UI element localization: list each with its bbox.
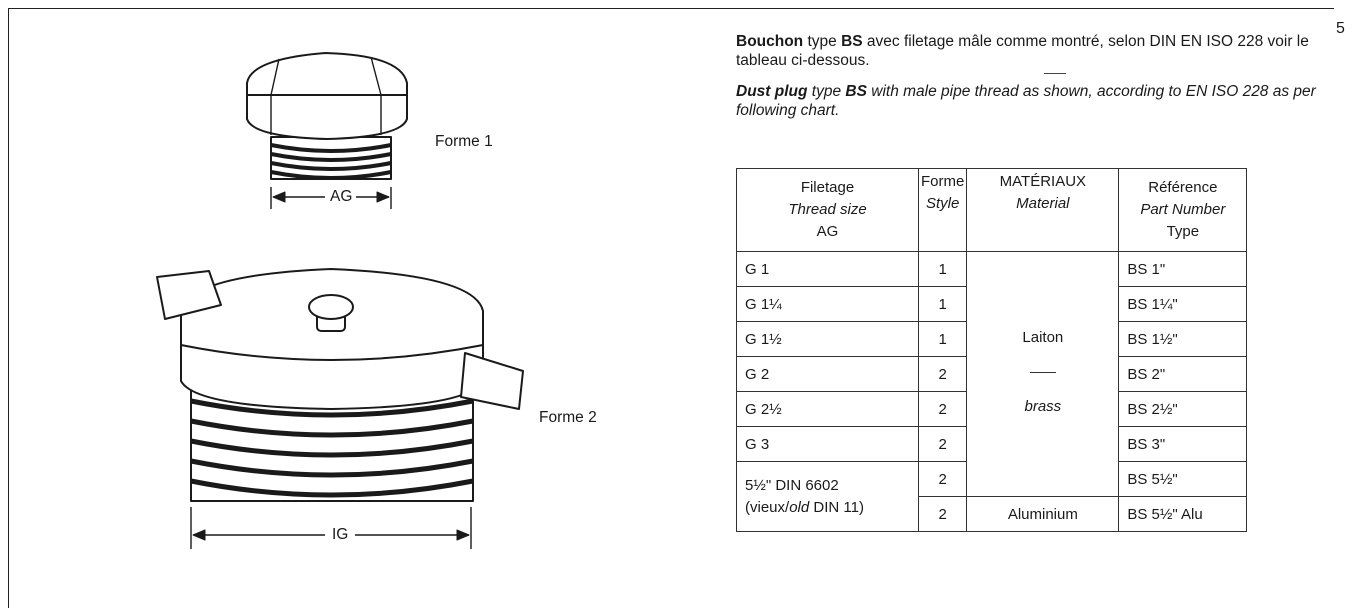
din-thread-line1: 5½" DIN 6602 [745, 476, 839, 494]
en-term-dust-plug: Dust plug [736, 83, 808, 100]
description-fr: Bouchon type BS avec filetage mâle comme… [736, 32, 1336, 70]
table-row: G 2½ 2 BS 2½" [736, 391, 1248, 427]
cell-part: BS 5½" Alu [1118, 496, 1248, 532]
header-thread-en: Thread size [788, 201, 867, 218]
cell-part: BS 2½" [1118, 391, 1248, 427]
material-separator [1029, 371, 1056, 373]
en-text-1: type [807, 83, 846, 100]
header-thread-code: AG [816, 223, 839, 240]
cell-thread: G 1¼ [736, 286, 919, 322]
header-part-code: Type [1166, 223, 1200, 240]
cell-thread: G 1 [736, 251, 919, 287]
header-part-en: Part Number [1140, 201, 1226, 218]
page-frame [8, 8, 1334, 608]
cell-part: BS 3" [1118, 426, 1248, 462]
cell-style: 2 [917, 496, 968, 532]
table-row: G 1 1 Laiton brass BS 1" [736, 251, 1248, 497]
header-thread-fr: Filetage [800, 179, 855, 196]
forme1-drawing [246, 52, 408, 209]
header-part-fr: Référence [1148, 179, 1218, 196]
cell-thread: G 2 [736, 356, 919, 392]
cell-part: BS 2" [1118, 356, 1248, 392]
cell-part: BS 5½" [1118, 461, 1248, 497]
header-style-fr: Forme [921, 173, 965, 190]
cell-thread: G 3 [736, 426, 919, 462]
cell-thread: G 1½ [736, 321, 919, 357]
fr-text-2: avec filetage mâle comme montré, selon D… [736, 33, 1309, 69]
fr-term-bouchon: Bouchon [736, 33, 804, 50]
header-material-fr: MATÉRIAUX [999, 173, 1087, 190]
forme2-label: Forme 2 [535, 409, 601, 427]
cell-material-merged: Laiton brass [966, 251, 1120, 497]
cell-style: 2 [917, 461, 968, 497]
cell-part: BS 1" [1118, 251, 1248, 287]
cell-style: 2 [917, 356, 968, 392]
header-style-en: Style [925, 195, 960, 212]
forme1-label: Forme 1 [431, 133, 497, 151]
cell-style: 2 [917, 391, 968, 427]
spec-table: Filetage Thread size AG Forme Style MATÉ… [736, 168, 1248, 532]
fr-text-1: type [803, 33, 842, 50]
material-fr: Laiton [1022, 329, 1064, 346]
forme2-drawing [156, 268, 524, 549]
cell-thread-din: 5½" DIN 6602 (vieux/old DIN 11) [736, 461, 919, 532]
en-text-2: with male pipe thread as shown, accordin… [736, 83, 1316, 119]
language-separator [1044, 73, 1066, 74]
cell-style: 1 [917, 321, 968, 357]
din-thread-line2: (vieux/old DIN 11) [745, 498, 864, 516]
header-material-en: Material [1016, 195, 1070, 212]
header-part: Référence Part Number Type [1118, 168, 1248, 252]
page-number: 5 [1336, 20, 1345, 37]
cell-style: 2 [917, 426, 968, 462]
cell-style: 1 [917, 251, 968, 287]
cell-part: BS 1½" [1118, 321, 1248, 357]
table-row: 5½" DIN 6602 (vieux/old DIN 11) 2 BS 5½" [736, 461, 1248, 532]
fr-term-bs: BS [841, 33, 863, 50]
material-en: brass [1024, 398, 1062, 415]
header-style: Forme Style [917, 168, 968, 252]
table-header-row: Filetage Thread size AG Forme Style MATÉ… [736, 168, 1248, 252]
cell-material: Aluminium [966, 496, 1120, 532]
cell-thread: G 2½ [736, 391, 919, 427]
plug-drawings [156, 52, 524, 549]
header-material: MATÉRIAUX Material [966, 168, 1120, 252]
cell-part: BS 1¼" [1118, 286, 1248, 322]
table-row: 2 Aluminium BS 5½" Alu [737, 496, 1248, 532]
description-en: Dust plug type BS with male pipe thread … [736, 82, 1336, 120]
cell-style: 1 [917, 286, 968, 322]
table-row: G 3 2 BS 3" [736, 426, 1248, 462]
en-term-bs: BS [845, 83, 867, 100]
header-thread: Filetage Thread size AG [736, 168, 919, 252]
figure: AG IG Forme 1 Forme 2 [9, 9, 729, 589]
description-block: Bouchon type BS avec filetage mâle comme… [736, 32, 1336, 120]
ag-dimension-label: AG [326, 188, 357, 206]
ig-dimension-label: IG [328, 526, 353, 544]
